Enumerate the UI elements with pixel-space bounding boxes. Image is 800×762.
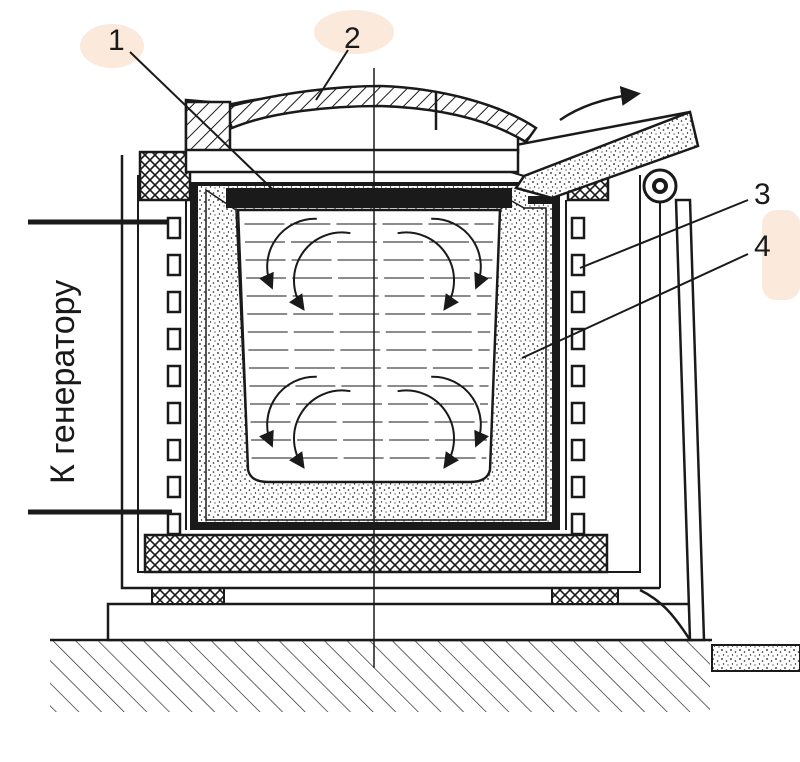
generator-label: К генератору	[44, 280, 82, 484]
flow-arrow	[289, 389, 351, 469]
coil-turn	[570, 216, 586, 240]
coil-turn	[166, 475, 182, 499]
coil-turn	[570, 364, 586, 388]
bottom-insulation	[143, 533, 609, 574]
tilt-arrow	[559, 86, 641, 122]
coil-turn	[166, 253, 182, 277]
slag-layer	[226, 188, 512, 208]
flow-arrow	[259, 375, 317, 448]
bath-level-lines	[244, 223, 494, 459]
callout-3: 3	[754, 178, 771, 211]
inductor-coil-left	[166, 200, 187, 536]
flow-arrow	[259, 217, 317, 290]
leader-lines	[129, 49, 749, 359]
support-blocks	[138, 150, 610, 202]
coil-turn	[570, 475, 586, 499]
coil-turn	[166, 216, 182, 240]
circulation-arrows	[259, 217, 489, 469]
callout-1: 1	[108, 24, 125, 57]
coil-turn	[166, 290, 182, 314]
tilt-pivot	[642, 168, 678, 204]
coil-turn	[166, 364, 182, 388]
label-blobs	[80, 10, 800, 300]
coil-turn	[570, 401, 586, 425]
flow-arrow	[397, 389, 459, 469]
molten-metal-bath	[236, 208, 502, 484]
floor	[50, 638, 800, 712]
coil-turn	[166, 512, 182, 536]
coil-turn	[570, 290, 586, 314]
coil-turn	[166, 438, 182, 462]
coil-turn	[166, 327, 182, 351]
base-plinth	[106, 587, 694, 642]
pouring-spout	[514, 110, 700, 200]
coil-turn	[570, 438, 586, 462]
coil-turn	[166, 401, 182, 425]
callout-2: 2	[344, 22, 361, 55]
coil-turn	[570, 253, 586, 277]
coil-turn	[570, 512, 586, 536]
generator-leads	[28, 219, 172, 515]
furnace-casing	[120, 155, 706, 642]
callout-4: 4	[754, 230, 771, 263]
flow-arrow	[431, 375, 489, 448]
flow-arrow	[289, 231, 351, 311]
flow-arrow	[431, 217, 489, 290]
inductor-coil-right	[565, 200, 586, 536]
furnace-lid	[184, 84, 538, 174]
flow-arrow	[397, 231, 459, 311]
